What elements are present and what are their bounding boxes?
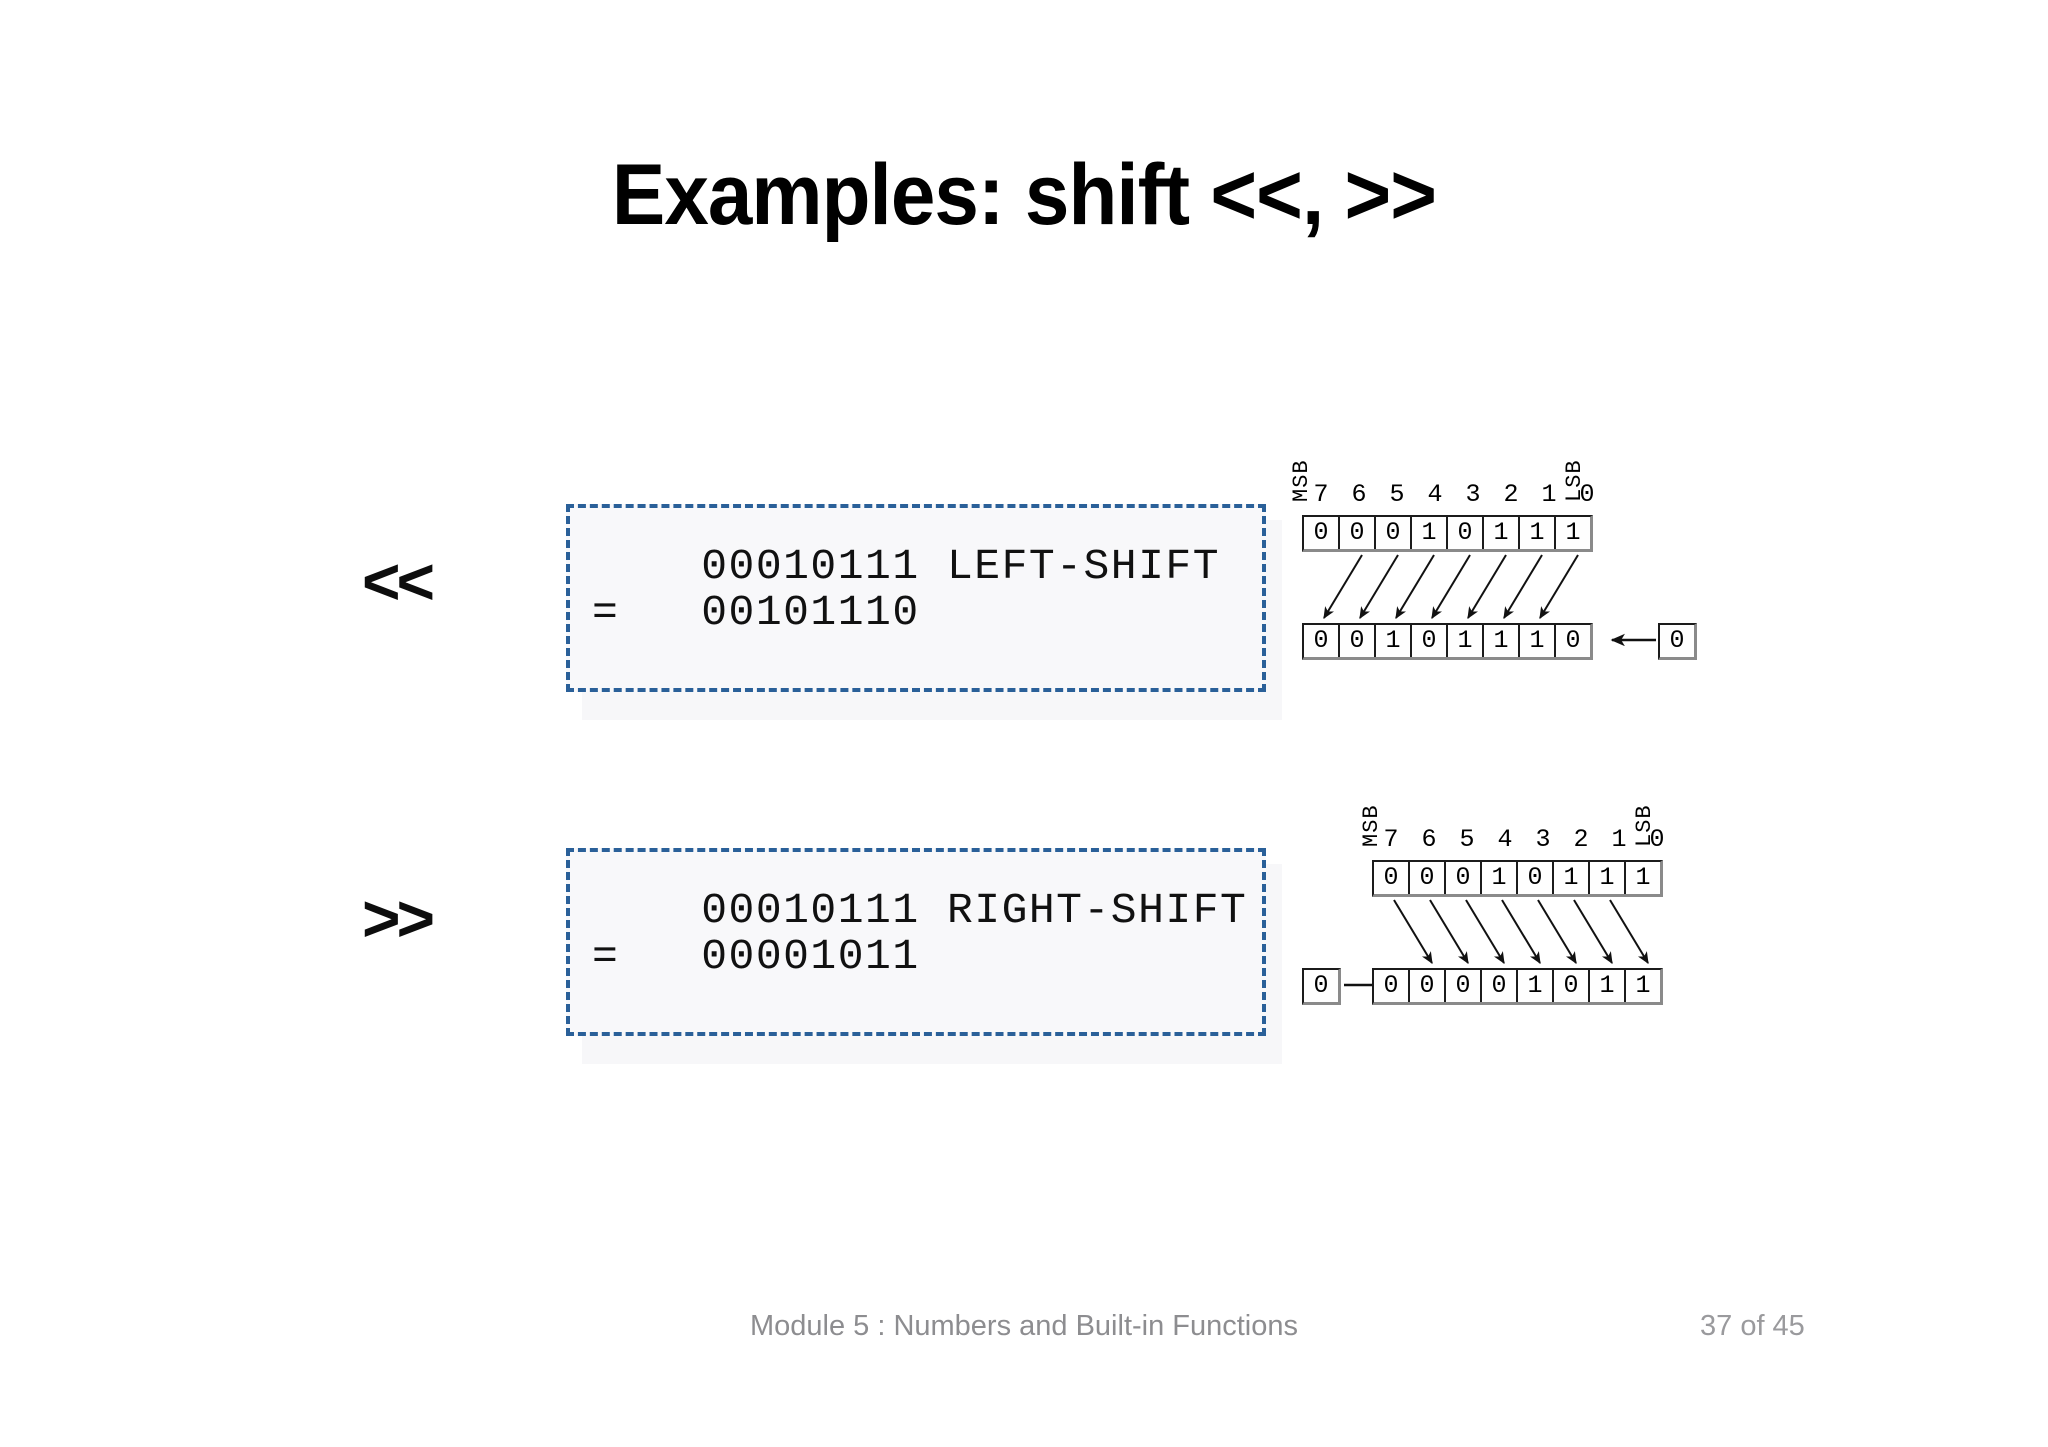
bit-cell: 0 [1556,625,1590,657]
bit-cell: 0 [1554,970,1590,1002]
bit-index: 1 [1611,825,1627,854]
bit-cell: 1 [1626,862,1660,894]
carry-in-box: 0 [1658,623,1697,660]
bit-cell: 0 [1374,862,1410,894]
bit-cell: 0 [1304,517,1340,549]
bit-cell: 1 [1520,625,1556,657]
bit-cell: 1 [1590,862,1626,894]
bit-index: 6 [1421,825,1437,854]
bit-cell: 1 [1518,970,1554,1002]
source-bit-row: 0 0 0 1 0 1 1 1 [1372,860,1663,897]
bit-cell: 0 [1448,517,1484,549]
bit-cell: 0 [1410,862,1446,894]
code-line-expression: 00010111 LEFT-SHIFT [592,542,1220,591]
bit-index: 7 [1383,825,1399,854]
bit-index: 3 [1465,480,1481,509]
bit-cell: 0 [1482,970,1518,1002]
bit-cell: 1 [1412,517,1448,549]
bit-cell: 0 [1446,862,1482,894]
bit-cell: 0 [1410,970,1446,1002]
source-bit-row: 0 0 0 1 0 1 1 1 [1302,515,1593,552]
operator-label-left-shift: << [362,544,435,618]
code-line-result: = 00101110 [592,588,920,637]
bit-cell: 1 [1626,970,1660,1002]
bit-cell: 0 [1374,970,1410,1002]
bit-index: 0 [1649,825,1665,854]
code-line-expression: 00010111 RIGHT-SHIFT [592,886,1248,935]
result-bit-row: 0 0 1 0 1 1 1 0 [1302,623,1593,660]
shift-arrows [1344,899,1649,992]
bit-index: 7 [1313,480,1329,509]
bit-cell: 1 [1484,517,1520,549]
bit-cell: 0 [1304,625,1340,657]
code-block-left-shift: 00010111 LEFT-SHIFT = 00101110 [566,504,1266,692]
footer-page-number: 37 of 45 [1700,1310,1805,1342]
bit-index-row: 7 6 5 4 3 2 1 0 [1372,826,1676,854]
shift-arrows [1323,554,1656,647]
bit-cell: 0 [1340,517,1376,549]
footer-module-text: Module 5 : Numbers and Built-in Function… [749,1310,1299,1342]
bit-index-row: 7 6 5 4 3 2 1 0 [1302,481,1606,509]
bit-cell: 0 [1518,862,1554,894]
bit-index: 2 [1573,825,1589,854]
bit-cell: 0 [1412,625,1448,657]
bit-cell: 1 [1376,625,1412,657]
page-title: Examples: shift <<, >> [611,147,1437,243]
operator-label-right-shift: >> [362,881,435,955]
bit-cell: 0 [1446,970,1482,1002]
bit-cell: 1 [1484,625,1520,657]
bit-cell: 0 [1340,625,1376,657]
result-bit-row: 0 0 0 0 1 0 1 1 [1372,968,1663,1005]
bit-cell: 1 [1520,517,1556,549]
bit-index: 6 [1351,480,1367,509]
bit-index: 1 [1541,480,1557,509]
right-shift-bit-diagram: MSB LSB 7 6 5 4 3 2 1 0 0 0 0 1 0 1 1 1 [1300,760,1720,1030]
bit-index: 5 [1389,480,1405,509]
bit-cell: 1 [1448,625,1484,657]
code-line-result: = 00001011 [592,932,920,981]
bit-cell: 1 [1590,970,1626,1002]
carry-in-box: 0 [1302,968,1341,1005]
bit-cell: 0 [1376,517,1412,549]
code-block-right-shift: 00010111 RIGHT-SHIFT = 00001011 [566,848,1266,1036]
left-shift-bit-diagram: MSB LSB 7 6 5 4 3 2 1 0 0 0 0 1 0 1 1 1 [1289,415,1720,685]
bit-index: 3 [1535,825,1551,854]
bit-index: 2 [1503,480,1519,509]
bit-cell: 1 [1556,517,1590,549]
bit-cell: 1 [1554,862,1590,894]
bit-index: 4 [1427,480,1443,509]
bit-cell: 1 [1482,862,1518,894]
bit-index: 0 [1579,480,1595,509]
bit-index: 4 [1497,825,1513,854]
bit-index: 5 [1459,825,1475,854]
